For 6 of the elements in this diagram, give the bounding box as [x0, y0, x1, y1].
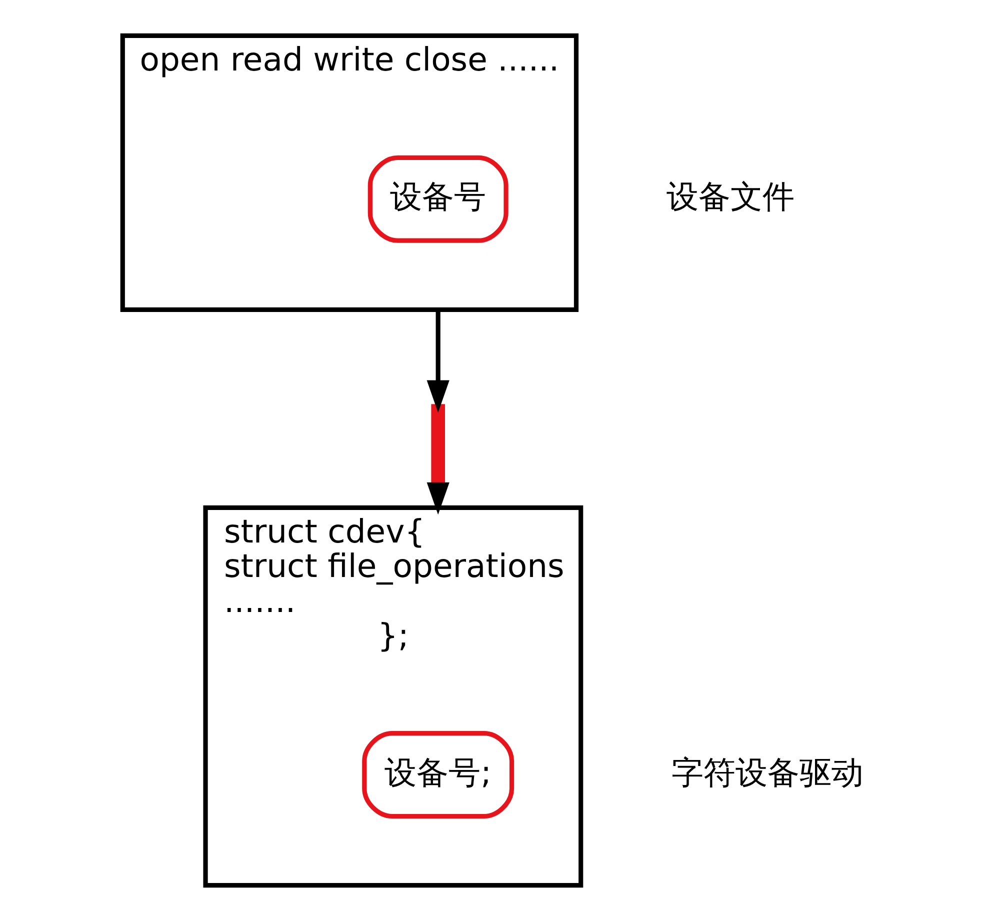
arrow: [426, 482, 449, 515]
arrow: [426, 310, 449, 413]
node-label: 设备文件: [666, 178, 794, 216]
node-label: 字符设备驱动: [670, 753, 863, 792]
node-box: 设备号;: [362, 731, 514, 819]
node-box: 设备号: [367, 155, 508, 243]
